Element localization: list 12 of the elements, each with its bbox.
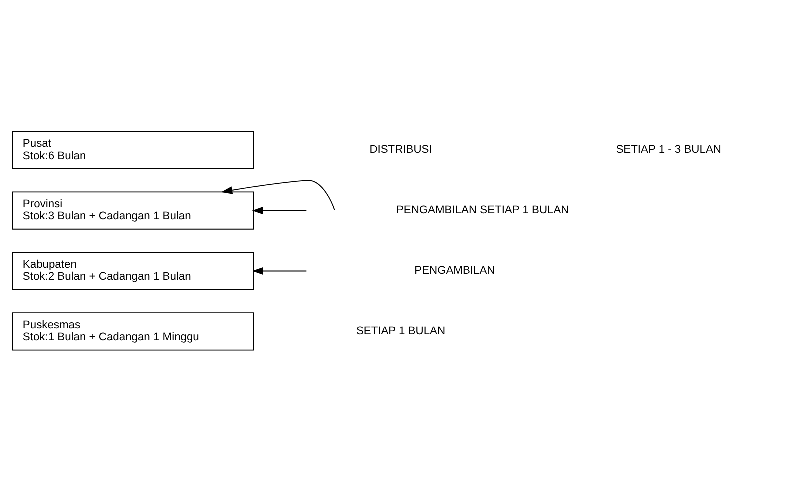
- node-box: Puskesmas Stok:1 Bulan + Cadangan 1 Minggu: [12, 312, 254, 351]
- arrow: [252, 206, 308, 215]
- label: SETIAP 1 BULAN: [356, 326, 446, 338]
- node-box: Provinsi Stok:3 Bulan + Cadangan 1 Bulan: [12, 192, 254, 230]
- node-box: Pusat Stok:6 Bulan: [12, 131, 254, 170]
- arrow: [252, 267, 308, 276]
- node-box: Kabupaten Stok:2 Bulan + Cadangan 1 Bulan: [12, 252, 254, 290]
- arrow: [221, 180, 336, 211]
- label: PENGAMBILAN SETIAP 1 BULAN: [396, 204, 570, 217]
- label: SETIAP 1 - 3 BULAN: [616, 144, 722, 156]
- label: PENGAMBILAN: [414, 265, 496, 278]
- label: DISTRIBUSI: [370, 144, 432, 156]
